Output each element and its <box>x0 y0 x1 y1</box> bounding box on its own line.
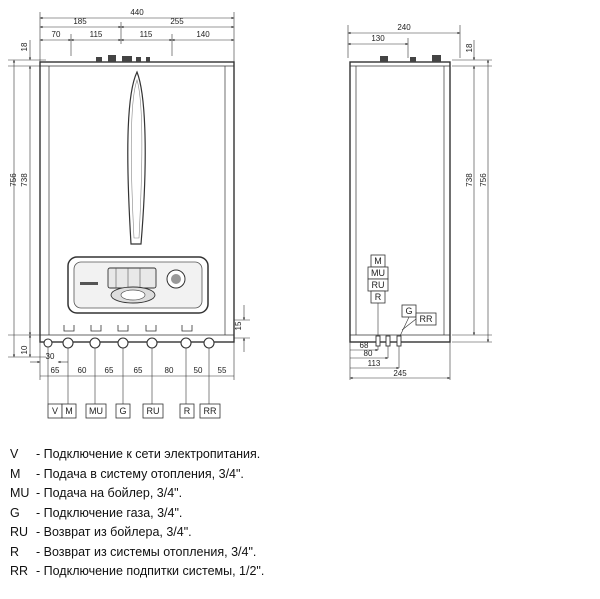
dim-top-gap: 18 <box>20 42 29 51</box>
legend-item: MU - Подача на бойлер, 3/4". <box>10 486 570 506</box>
legend-desc: - Подключение к сети электропитания. <box>36 447 261 461</box>
legend-item: R - Возврат из системы отопления, 3/4". <box>10 545 570 565</box>
boiler-side-body <box>349 61 451 343</box>
side-label-mu: MU <box>371 268 385 278</box>
dim-segment-3: 115 <box>140 30 153 39</box>
dim-bottom-offset: 30 <box>46 352 55 361</box>
legend-item: G - Подключение газа, 3/4". <box>10 506 570 526</box>
side-dim-height-inner: 738 <box>465 173 474 187</box>
dim-segment-1: 70 <box>52 30 61 39</box>
side-dim-bottom-2: 80 <box>364 349 373 358</box>
dim-height-outer: 756 <box>9 173 18 187</box>
front-view: 440 185 255 70 115 115 140 756 738 18 10 <box>8 8 250 419</box>
legend-item: V - Подключение к сети электропитания. <box>10 447 570 467</box>
dim-bottom-left: 10 <box>20 345 29 354</box>
legend-code: RU <box>10 525 29 539</box>
dim-bottom-5: 80 <box>165 366 174 375</box>
dim-bottom-4: 65 <box>134 366 143 375</box>
legend-desc: - Подключение газа, 3/4". <box>36 505 183 520</box>
dim-right-width: 255 <box>170 17 184 26</box>
side-label-m: M <box>374 256 382 266</box>
dimension-drawing: 440 185 255 70 115 115 140 756 738 18 10 <box>8 8 492 419</box>
dim-bottom-1: 65 <box>51 366 60 375</box>
dim-left-width: 185 <box>73 17 87 26</box>
legend-desc: - Подача в систему отопления, 3/4". <box>36 466 244 481</box>
side-label-g: G <box>405 306 412 316</box>
connection-r <box>180 337 192 349</box>
side-dim-height-outer: 756 <box>479 173 488 187</box>
side-label-rr: RR <box>420 314 433 324</box>
label-rr: RR <box>204 406 217 416</box>
side-dim-top-offset: 130 <box>371 34 385 43</box>
dim-segment-2: 115 <box>90 30 103 39</box>
legend-code: V <box>10 447 19 461</box>
side-view: 240 130 18 738 756 <box>347 23 492 380</box>
connection-rr <box>203 337 215 349</box>
dim-bottom-7: 55 <box>218 366 227 375</box>
legend-code: RR <box>10 564 29 578</box>
label-ru: RU <box>147 406 160 416</box>
side-dim-bottom-3: 113 <box>368 359 381 368</box>
dim-segment-4: 140 <box>196 30 210 39</box>
front-panel-window <box>127 70 146 245</box>
side-label-ru: RU <box>372 280 385 290</box>
legend-item: M - Подача в систему отопления, 3/4". <box>10 467 570 487</box>
dim-height-inner: 738 <box>20 173 29 187</box>
legend-desc: - Подключение подпитки системы, 1/2". <box>36 564 265 578</box>
dim-bottom-6: 50 <box>194 366 203 375</box>
side-dim-bottom-1: 68 <box>360 341 369 350</box>
dim-side-right: 15 <box>234 321 243 330</box>
label-g: G <box>119 406 126 416</box>
side-dim-bottom-4: 245 <box>393 369 407 378</box>
label-mu: MU <box>89 406 103 416</box>
side-label-r: R <box>375 292 382 302</box>
legend-item: RR - Подключение подпитки системы, 1/2". <box>10 564 570 584</box>
legend-item: RU - Возврат из бойлера, 3/4". <box>10 525 570 545</box>
connection-g <box>117 337 129 349</box>
connection-v <box>43 338 53 348</box>
legend-code: G <box>10 505 20 520</box>
side-dim-depth: 240 <box>397 23 411 32</box>
legend-desc: - Возврат из системы отопления, 3/4". <box>36 544 257 559</box>
legend-code: R <box>10 544 20 559</box>
label-v: V <box>52 406 58 416</box>
display-screen <box>107 267 157 289</box>
connection-ru <box>146 337 158 349</box>
legend-code: MU <box>10 486 30 500</box>
legend-desc: - Возврат из бойлера, 3/4". <box>36 525 192 539</box>
connection-m <box>62 337 74 349</box>
dim-bottom-2: 60 <box>78 366 87 375</box>
legend-code: M <box>10 466 21 481</box>
dim-bottom-3: 65 <box>105 366 114 375</box>
label-m: M <box>65 406 73 416</box>
label-r: R <box>184 406 191 416</box>
side-dim-top-gap: 18 <box>465 43 474 52</box>
connection-legend: V - Подключение к сети электропитания. M… <box>10 447 570 584</box>
legend-desc: - Подача на бойлер, 3/4". <box>36 486 183 500</box>
connection-mu <box>89 337 101 349</box>
dim-overall-width: 440 <box>130 8 144 17</box>
